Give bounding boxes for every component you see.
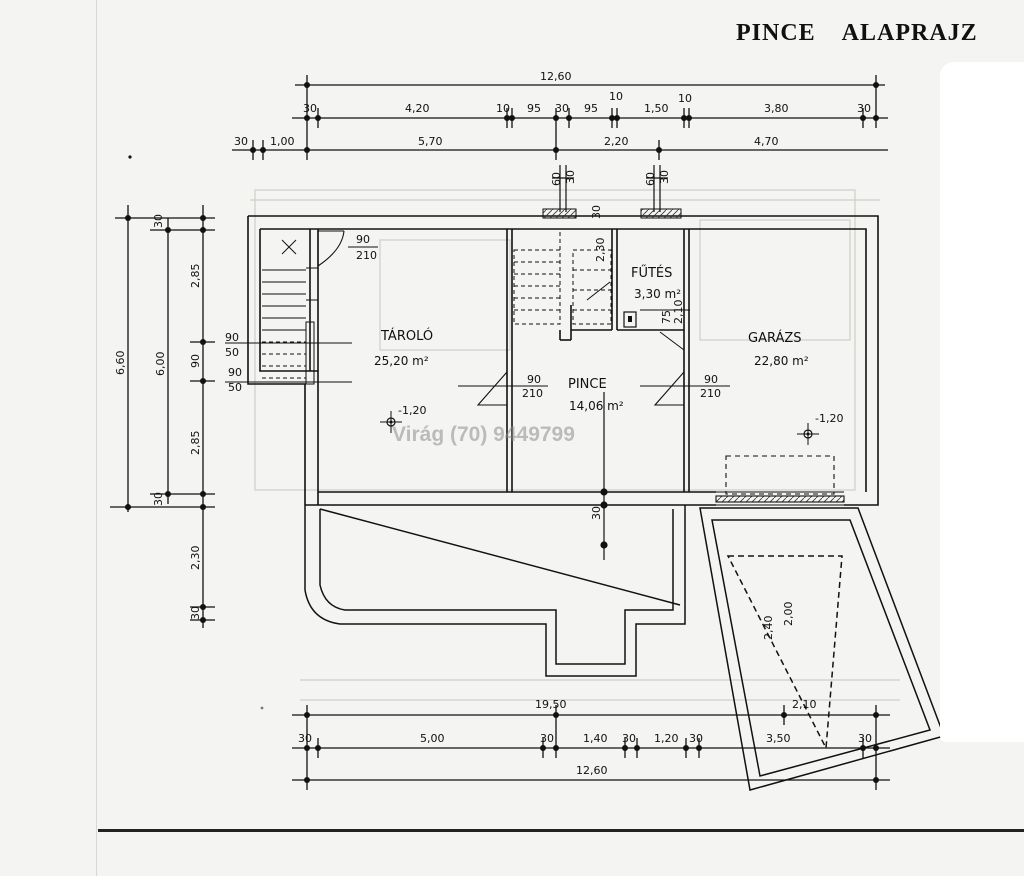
whiteout-patch bbox=[940, 62, 1024, 742]
window-b-height: 50 bbox=[228, 381, 242, 394]
door-d1-height: 210 bbox=[356, 249, 377, 262]
left-dimension-dots bbox=[125, 215, 206, 623]
bottom-border-rule bbox=[98, 829, 1024, 832]
room-heating-area: 3,30 m² bbox=[634, 287, 681, 301]
storage-door-swing bbox=[317, 230, 345, 267]
dim-top-row2-8: 10 bbox=[678, 92, 692, 105]
dim-top-row2-2: 10 bbox=[496, 102, 510, 115]
dim-bottom-row2-8: 30 bbox=[858, 732, 872, 745]
dim-bottom-row1-1: 2,10 bbox=[792, 698, 817, 711]
dim-top-overall: 12,60 bbox=[540, 70, 572, 83]
top-dimension-dots bbox=[250, 82, 879, 153]
door-d3-width: 90 bbox=[704, 373, 718, 386]
dim-top-row3-2: 5,70 bbox=[418, 135, 443, 148]
top-dimension-lines bbox=[232, 75, 888, 160]
sheet-edge bbox=[96, 0, 97, 876]
dim-top-row3-3: 2,20 bbox=[604, 135, 629, 148]
vent-dim-1: 30 bbox=[564, 170, 577, 184]
vent-right bbox=[640, 208, 682, 219]
vent-left bbox=[542, 208, 577, 219]
window-a-height: 50 bbox=[225, 346, 239, 359]
vent-dimensions bbox=[552, 165, 668, 212]
dim-top-row3-0: 30 bbox=[234, 135, 248, 148]
dim-bottom-row2-0: 30 bbox=[298, 732, 312, 745]
room-heating-name: FŰTÉS bbox=[631, 265, 672, 281]
lower-terrace bbox=[304, 505, 686, 677]
dim-top-row3-4: 4,70 bbox=[754, 135, 779, 148]
dim-left-seg-3: 2,85 bbox=[189, 431, 202, 456]
ramp-240: 2,40 bbox=[762, 616, 775, 641]
dim-bottom-row2-3: 1,40 bbox=[583, 732, 608, 745]
title-word-2: ALAPRAJZ bbox=[841, 20, 978, 46]
vent-dim-3: 30 bbox=[658, 170, 671, 184]
cellar-stair bbox=[513, 230, 561, 325]
watermark-text: Virág (70) 9449799 bbox=[392, 423, 575, 446]
dim-bottom-row2-4: 30 bbox=[622, 732, 636, 745]
dim-top-row2-4: 30 bbox=[555, 102, 569, 115]
garage-door bbox=[715, 455, 845, 506]
dim-left-inner: 6,00 bbox=[154, 352, 167, 377]
bleed-through-ghost bbox=[250, 189, 900, 701]
level-garage: -1,20 bbox=[815, 412, 843, 425]
dim-bottom-row2-6: 30 bbox=[689, 732, 703, 745]
dim-left-overall: 6,60 bbox=[114, 351, 127, 376]
dim-top-row3-1: 1,00 bbox=[270, 135, 295, 148]
vent-dim-2: 60 bbox=[644, 172, 657, 186]
room-storage-name: TÁROLÓ bbox=[380, 328, 433, 344]
storage-stair bbox=[262, 239, 319, 385]
cellar-door-swings bbox=[458, 371, 730, 406]
boiler bbox=[623, 311, 637, 328]
dim-left-seg-0: 30 bbox=[152, 214, 165, 228]
level-storage: -1,20 bbox=[398, 404, 426, 417]
dim-top-row2-0: 30 bbox=[303, 102, 317, 115]
dim-left-seg-4: 30 bbox=[152, 492, 165, 506]
drawing-title: PINCE ALAPRAJZ bbox=[736, 20, 1004, 47]
title-word-1: PINCE bbox=[736, 20, 816, 46]
wall-30b: 30 bbox=[590, 506, 603, 520]
heating-h210: 2,10 bbox=[672, 300, 685, 325]
bottom-dimension-dots bbox=[304, 712, 879, 783]
dim-bottom-row1-0: 19,50 bbox=[535, 698, 567, 711]
ramp-200: 2,00 bbox=[782, 602, 795, 627]
wall-30a: 30 bbox=[590, 205, 603, 219]
room-cellar-name: PINCE bbox=[568, 377, 607, 392]
door-d2-width: 90 bbox=[527, 373, 541, 386]
door-d3-height: 210 bbox=[700, 387, 721, 400]
dim-top-row2-1: 4,20 bbox=[405, 102, 430, 115]
dim-top-row2-7: 1,50 bbox=[644, 102, 669, 115]
dim-left-seg-6: 30 bbox=[189, 606, 202, 620]
dim-top-row2-3: 95 bbox=[527, 102, 541, 115]
dim-left-seg-5: 2,30 bbox=[189, 546, 202, 571]
door-d1-width: 90 bbox=[356, 233, 370, 246]
bottom-dimension-lines bbox=[292, 705, 890, 790]
walls bbox=[247, 215, 879, 506]
room-storage-area: 25,20 m² bbox=[374, 354, 429, 368]
window-a-width: 90 bbox=[225, 331, 239, 344]
dim-bottom-row2-7: 3,50 bbox=[766, 732, 791, 745]
room-garage-name: GARÁZS bbox=[748, 330, 802, 346]
heating-h75: 75 bbox=[660, 310, 673, 324]
heating-h230: 2,30 bbox=[594, 238, 607, 263]
dim-top-row2-6: 10 bbox=[609, 90, 623, 103]
dim-bottom-overall: 12,60 bbox=[576, 764, 608, 777]
dim-top-row2-5: 95 bbox=[584, 102, 598, 115]
room-cellar-area: 14,06 m² bbox=[569, 399, 624, 413]
dim-bottom-row2-2: 30 bbox=[540, 732, 554, 745]
dim-bottom-row2-5: 1,20 bbox=[654, 732, 679, 745]
dim-left-seg-2: 90 bbox=[189, 354, 202, 368]
dim-left-seg-1: 2,85 bbox=[189, 264, 202, 289]
dim-bottom-row2-1: 5,00 bbox=[420, 732, 445, 745]
window-b-width: 90 bbox=[228, 366, 242, 379]
room-garage-area: 22,80 m² bbox=[754, 354, 809, 368]
heating-stair bbox=[572, 249, 612, 325]
door-d2-height: 210 bbox=[522, 387, 543, 400]
dim-top-row2-9: 3,80 bbox=[764, 102, 789, 115]
vent-dim-0: 60 bbox=[550, 172, 563, 186]
dim-top-row2-10: 30 bbox=[857, 102, 871, 115]
